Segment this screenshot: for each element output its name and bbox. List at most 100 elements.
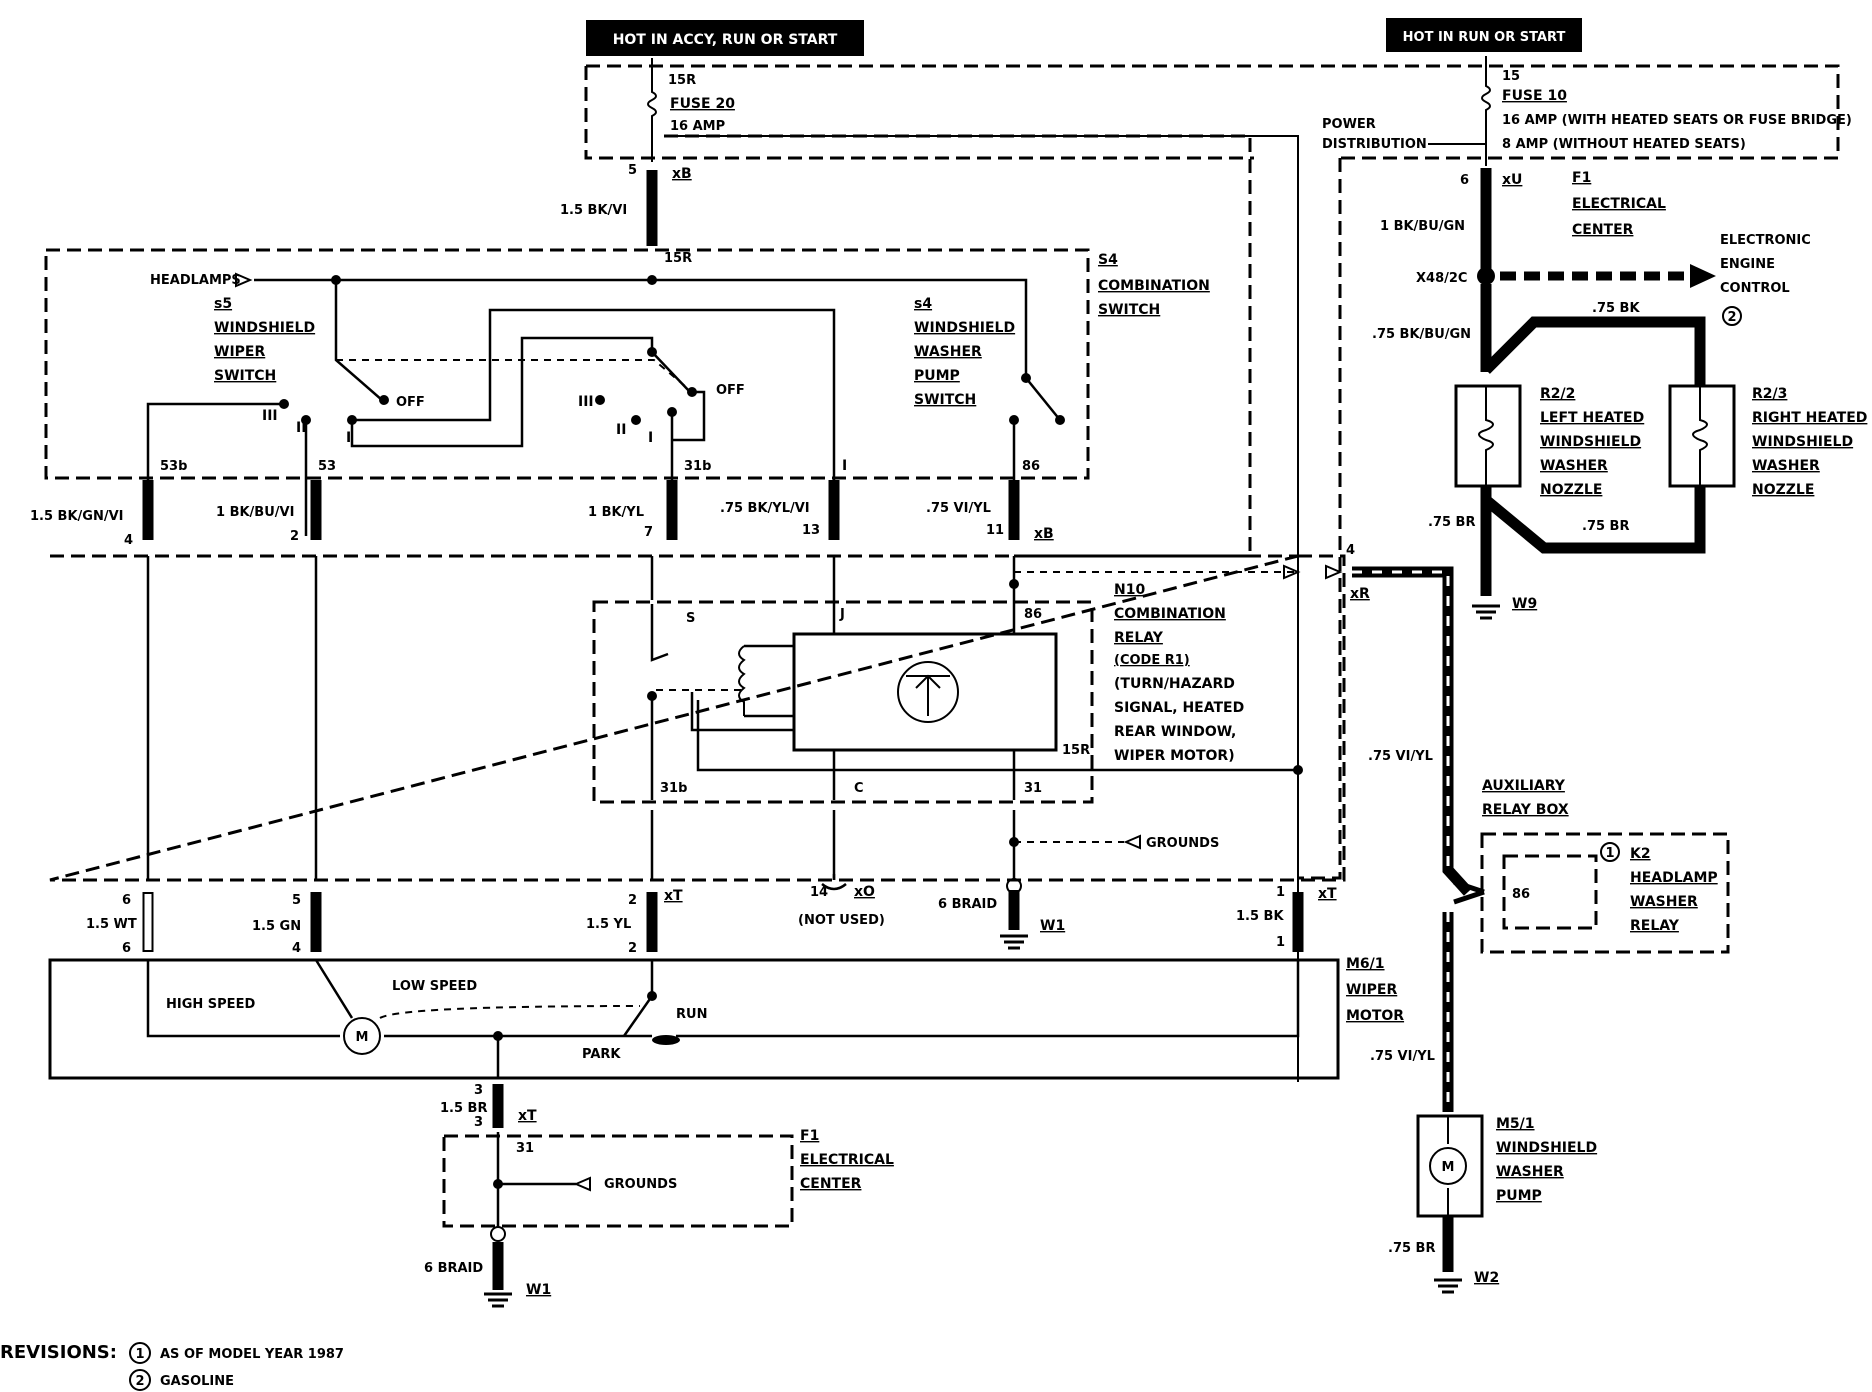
headlamps-arrow	[235, 272, 253, 288]
xb-wires	[142, 480, 1020, 540]
n10-code: (CODE R1)	[1114, 653, 1190, 668]
ground-w1b-symbol	[484, 1292, 512, 1308]
xt-wires	[142, 890, 1304, 952]
s5-pos-ii: II	[296, 420, 306, 436]
n10-terminal-15r: 15R	[1062, 743, 1090, 758]
s4-terminal-86: 86	[1022, 459, 1040, 474]
s4-terminal-15r: 15R	[664, 251, 692, 266]
s5-name-3: SWITCH	[214, 368, 276, 384]
power-header-right-text: HOT IN RUN OR START	[1403, 30, 1566, 45]
motor-name-1: WIPER	[1346, 982, 1397, 998]
s4-id: S4	[1098, 252, 1118, 268]
r23-heater-icon	[1692, 386, 1708, 486]
xo-label: xO	[854, 884, 875, 900]
n10-id: N10	[1114, 582, 1145, 598]
n10-relay-body	[792, 632, 1058, 752]
ground-w1b: W1	[526, 1282, 551, 1298]
pin-3b: 3	[474, 1115, 483, 1130]
relay-down-wires	[650, 810, 1016, 880]
wire-r4: .75 BR	[1428, 515, 1475, 530]
ecu-1: ELECTRONIC	[1720, 233, 1811, 248]
wire-r1: 1 BK/BU/GN	[1380, 219, 1465, 234]
k2-pin-86: 86	[1512, 887, 1530, 902]
relay-grounds-arrow	[1123, 834, 1141, 850]
ground-w2-symbol	[1434, 1278, 1462, 1294]
r23-box	[1668, 384, 1736, 488]
r22-id: R2/2	[1540, 386, 1575, 402]
s4-terminal-i: I	[842, 458, 847, 474]
n10-terminal-c: C	[854, 781, 864, 796]
wire-75-vi-yl-right	[1352, 566, 1473, 1112]
ecu-revision-circle	[1722, 306, 1742, 326]
wire-6-braid-2: 6 BRAID	[424, 1261, 483, 1276]
fuse-box	[584, 64, 1840, 160]
pin-5a: 5	[292, 893, 301, 908]
n10-internal-1	[690, 692, 794, 732]
n10-desc-3: REAR WINDOW,	[1114, 724, 1236, 740]
ground-terminal-31: 31	[516, 1141, 534, 1156]
power-header-left-text: HOT IN ACCY, RUN OR START	[613, 32, 838, 48]
headlamps-label: HEADLAMPS	[150, 273, 241, 288]
wire-1-5-br: 1.5 BR	[440, 1101, 487, 1116]
k2-1: HEADLAMP	[1630, 870, 1718, 886]
s5-pos-i: I	[346, 430, 351, 446]
s5-name-1: WINDSHIELD	[214, 320, 315, 336]
right-harness-edge	[1298, 158, 1342, 880]
n10-terminal-s: S	[686, 611, 695, 626]
wire-75-vi-yl: .75 VI/YL	[926, 501, 991, 516]
s5-pos-iii: III	[262, 408, 278, 424]
ground-w9-symbol	[1472, 604, 1500, 620]
k2-revision-num: 1	[1605, 846, 1614, 861]
fuse-10-terminal: 15	[1502, 69, 1520, 84]
n10-name-1: COMBINATION	[1114, 606, 1226, 622]
wire-1-bk-yl: 1 BK/YL	[588, 505, 644, 520]
ground-w9: W9	[1512, 596, 1537, 612]
f1-box-name-1: ELECTRICAL	[800, 1152, 894, 1168]
low-speed-label: LOW SPEED	[392, 979, 477, 994]
s5b-off-wire	[672, 390, 706, 442]
pin-6c: 6	[1460, 173, 1469, 188]
pin-14: 14	[810, 885, 828, 900]
revision-1-num: 1	[135, 1347, 144, 1362]
wire-1-5-bk-vi: 1.5 BK/VI	[560, 203, 627, 218]
m51-id: M5/1	[1496, 1116, 1535, 1132]
fuse-10-amp-1: 16 AMP (WITH HEATED SEATS OR FUSE BRIDGE…	[1502, 113, 1852, 128]
pin-4b: 4	[292, 941, 301, 956]
m51-1: WINDSHIELD	[1496, 1140, 1597, 1156]
park-contact	[652, 1035, 680, 1045]
r22-2: WINDSHIELD	[1540, 434, 1641, 450]
f1-right-id: F1	[1572, 170, 1591, 186]
pin-3a: 3	[474, 1083, 483, 1098]
n10-desc-2: SIGNAL, HEATED	[1114, 700, 1244, 716]
xb-mid: xB	[1034, 526, 1054, 542]
ground-w1-symbol	[1000, 934, 1028, 950]
pin-2: 2	[290, 529, 299, 544]
wiper-motor-box	[48, 958, 1340, 1080]
s4a-name-2: WASHER	[914, 344, 982, 360]
m51-2: WASHER	[1496, 1164, 1564, 1180]
harness-verticals	[146, 556, 1301, 880]
k2-revision-circle	[1600, 842, 1620, 862]
s5b-pos-ii: II	[616, 422, 626, 438]
xr-label: xR	[1350, 586, 1370, 602]
f1-ground-box	[442, 1134, 794, 1228]
pin-6a: 6	[122, 893, 131, 908]
f1-right-2: CENTER	[1572, 222, 1634, 238]
fuse-10-symbol	[1481, 56, 1491, 166]
n10-coil-winding	[738, 645, 746, 716]
n10-relay-box	[592, 600, 1094, 804]
wire-r2: .75 BK/BU/GN	[1372, 327, 1471, 342]
revision-2-text: GASOLINE	[160, 1374, 234, 1389]
revisions-label: REVISIONS:	[0, 1342, 117, 1363]
s4a-name-4: SWITCH	[914, 392, 976, 408]
fuse-20-terminal: 15R	[668, 73, 696, 88]
n10-terminal-31b: 31b	[660, 781, 687, 796]
r23-2: WINDSHIELD	[1752, 434, 1853, 450]
r22-1: LEFT HEATED	[1540, 410, 1644, 426]
r23-id: R2/3	[1752, 386, 1787, 402]
wire-1-5-yl: 1.5 YL	[586, 917, 631, 932]
power-header-left: HOT IN ACCY, RUN OR START	[586, 20, 864, 56]
wire-r5: .75 BR	[1582, 519, 1629, 534]
power-header-right: HOT IN RUN OR START	[1386, 18, 1582, 52]
